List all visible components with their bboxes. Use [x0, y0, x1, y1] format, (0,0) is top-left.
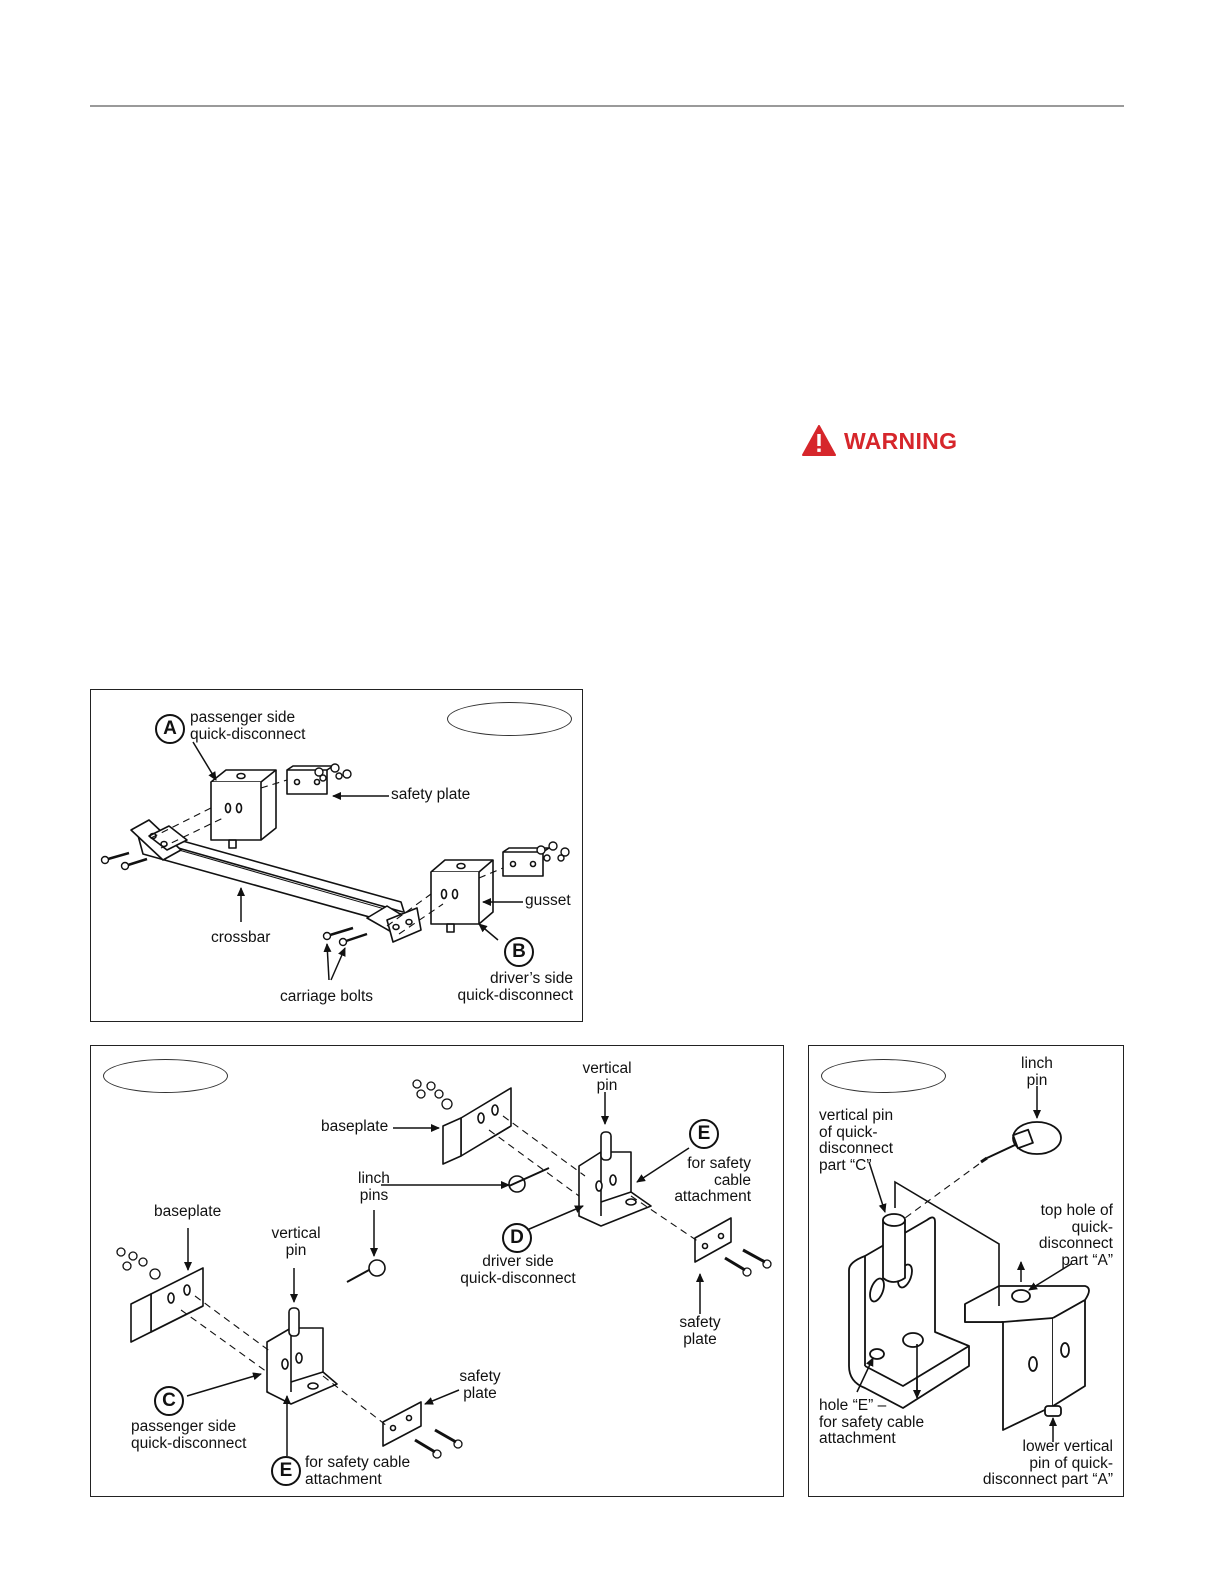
label-top-hole-part-a: top hole of quick- disconnect part “A”: [1038, 1202, 1113, 1269]
label-vertical-pin-top: vertical pin: [582, 1060, 632, 1094]
label-passenger-side-quick-disconnect: passenger side quick-disconnect: [131, 1418, 247, 1452]
crossbar-assembly-drawing: [100, 741, 570, 981]
figure-crossbar-assembly: A passenger side quick-disconnect safety…: [90, 689, 583, 1022]
label-vertical-pin-part-c: vertical pin of quick- disconnect part “…: [819, 1107, 894, 1174]
figure-number-oval: [103, 1059, 228, 1093]
warning-label: WARNING: [844, 427, 958, 454]
figure-number-oval: [447, 702, 572, 736]
label-baseplate-left: baseplate: [154, 1203, 222, 1220]
label-vertical-pin-left: vertical pin: [271, 1225, 321, 1259]
label-baseplate-top: baseplate: [321, 1118, 389, 1135]
label-gusset: gusset: [525, 892, 571, 909]
label-safety-cable-bottom: for safety cable attachment: [305, 1454, 411, 1488]
figure-quick-disconnect-assembly: baseplate vertical pin E for safety cabl…: [90, 1045, 784, 1497]
label-driver-side-quick-disconnect: driver side quick-disconnect: [460, 1253, 576, 1287]
label-safety-cable-top: for safety cable attachment: [674, 1155, 751, 1205]
label-passenger-side-quick-disconnect: passenger side quick-disconnect: [190, 709, 306, 743]
label-safety-plate-right: safety plate: [679, 1314, 721, 1348]
warning-heading: WARNING: [802, 424, 957, 458]
label-hole-e: hole “E” – for safety cable attachment: [819, 1397, 925, 1447]
callout-c: C: [154, 1386, 184, 1416]
label-safety-plate-middle: safety plate: [459, 1368, 501, 1402]
header-rule: [90, 105, 1124, 107]
pin-detail-drawing: [848, 1086, 1090, 1442]
figure-number-oval: [821, 1059, 946, 1093]
label-linch-pins: linch pins: [358, 1170, 390, 1204]
label-crossbar: crossbar: [211, 929, 271, 946]
callout-a: A: [155, 714, 185, 744]
figure-pin-detail: linch pin vertical pin of quick- disconn…: [808, 1045, 1124, 1497]
quick-disconnect-drawing: [116, 1079, 772, 1459]
warning-triangle-icon: [802, 425, 836, 456]
label-safety-plate: safety plate: [391, 786, 471, 803]
label-drivers-side-quick-disconnect: driver’s side quick-disconnect: [457, 970, 573, 1004]
callout-e-top: E: [689, 1119, 719, 1149]
callout-b: B: [504, 937, 534, 967]
callout-e-bottom: E: [271, 1456, 301, 1486]
label-carriage-bolts: carriage bolts: [280, 988, 374, 1005]
callout-d: D: [502, 1223, 532, 1253]
label-linch-pin: linch pin: [1021, 1055, 1053, 1089]
label-lower-vertical-pin-part-a: lower vertical pin of quick- disconnect …: [982, 1438, 1113, 1488]
